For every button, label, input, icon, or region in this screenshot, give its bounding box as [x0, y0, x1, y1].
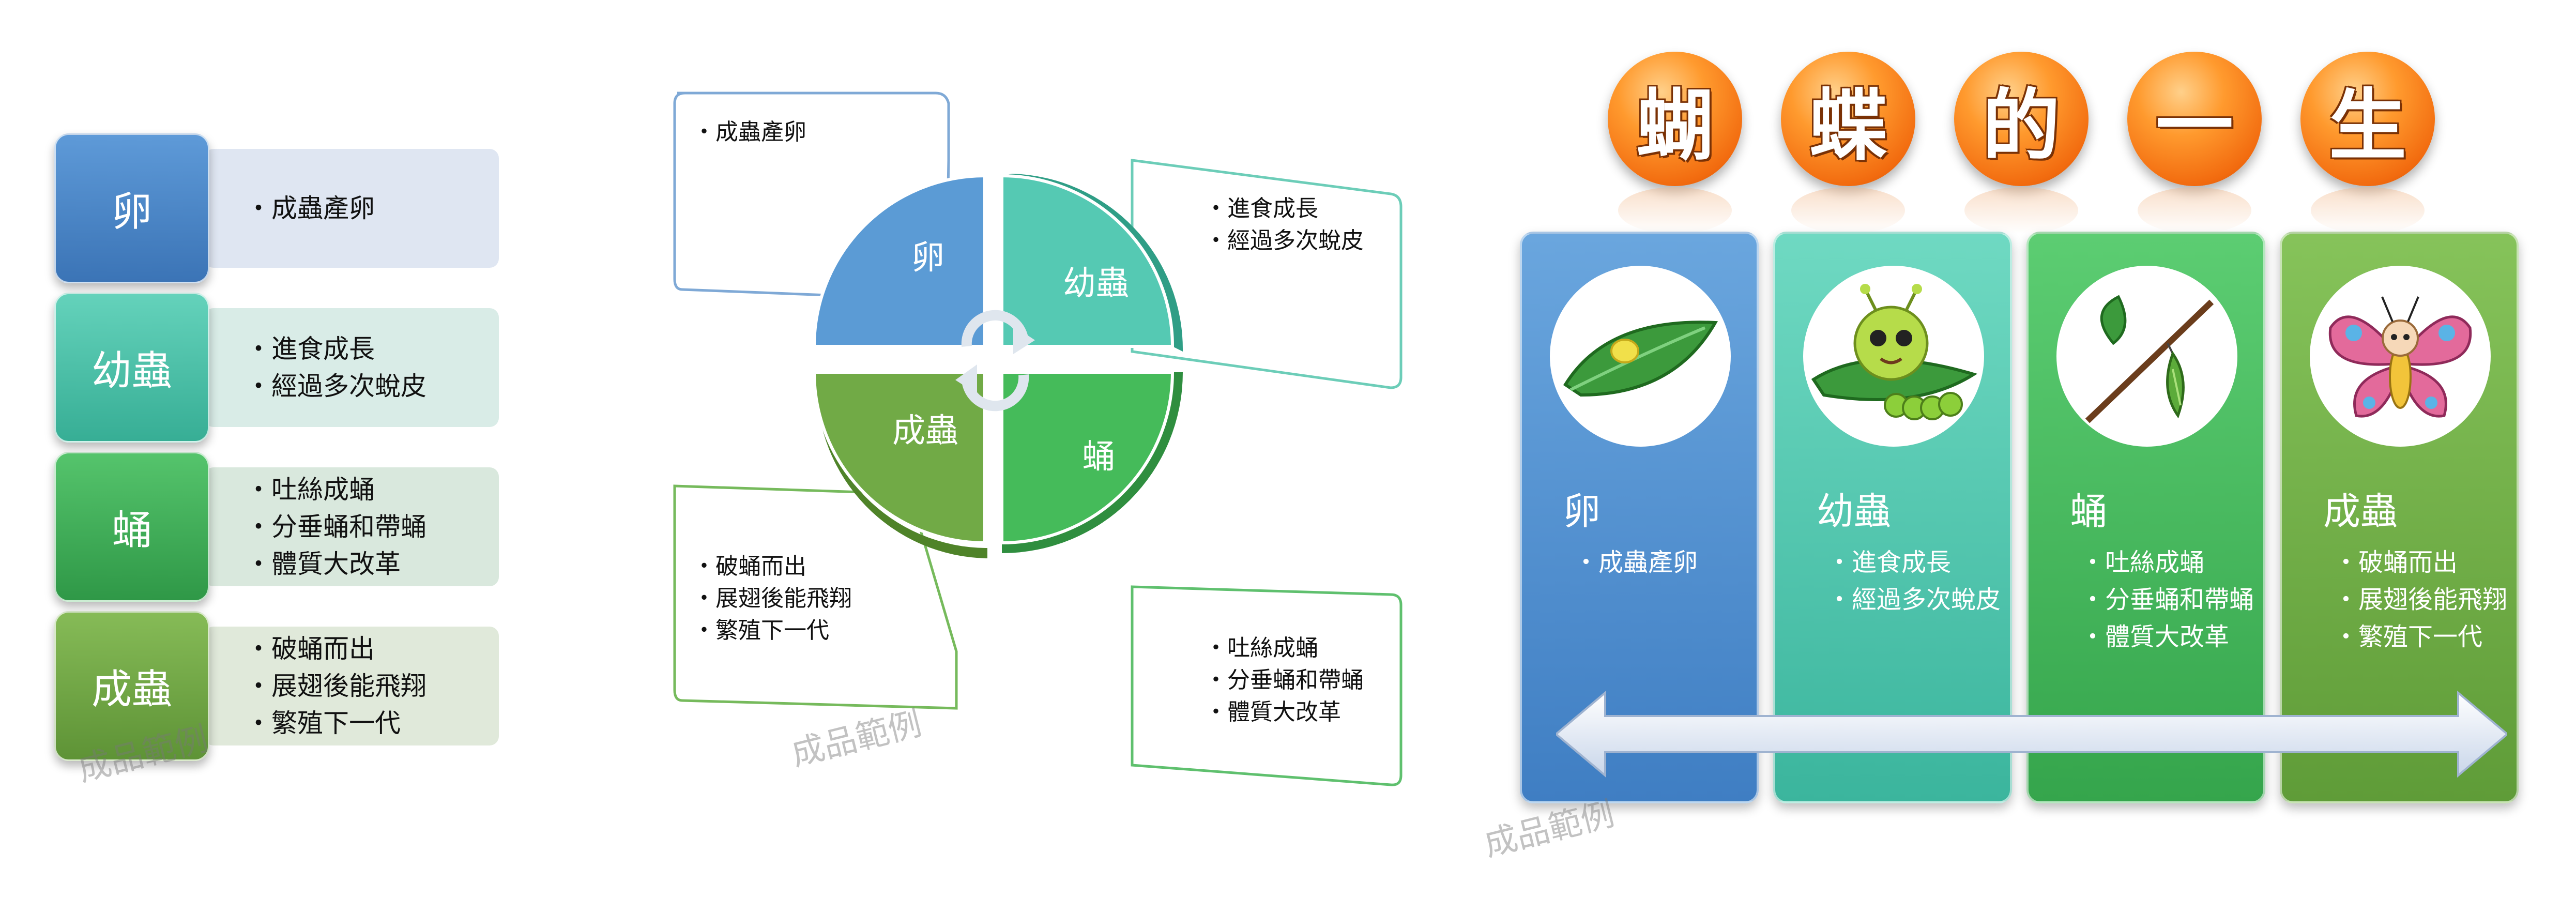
title-char: 蝶	[1781, 52, 1915, 234]
double-arrow-icon	[1556, 690, 2507, 778]
list-row-egg: 卵 成蟲產卵	[54, 133, 499, 283]
list-bullet: 破蛹而出	[246, 630, 426, 667]
callout-bullet: ・吐絲成蛹	[1205, 635, 1318, 661]
chrysalis-icon	[2085, 295, 2214, 423]
callout-pupa	[1131, 585, 1403, 786]
stage-bullet: 展翅後能飛翔	[2334, 581, 2507, 618]
callout-larva	[1131, 159, 1403, 389]
stage-bullet: 成蟲產卵	[1574, 544, 1698, 581]
wheel-label-pupa: 蛹	[1082, 438, 1115, 476]
stage-column-adult: 成蟲 破蛹而出 展翅後能飛翔 繁殖下一代	[2280, 232, 2519, 803]
stage-column-pupa: 蛹 吐絲成蛹 分垂蛹和帶蛹 體質大改革	[2026, 232, 2265, 803]
callout-bullet: ・繁殖下一代	[693, 617, 829, 644]
callout-bullet: ・成蟲產卵	[693, 119, 806, 145]
title-char: 的	[1954, 52, 2089, 234]
title-char: 生	[2300, 52, 2435, 234]
stage-name: 蛹	[2070, 490, 2108, 533]
callout-bullet: ・破蛹而出	[693, 553, 806, 580]
caterpillar-icon	[1811, 284, 1978, 420]
callout-adult	[673, 484, 958, 710]
wheel-segment-pupa	[1000, 371, 1175, 545]
wheel-label-egg: 卵	[911, 239, 944, 277]
title-char: 一	[2127, 52, 2262, 234]
svg-text:・吐絲成蛹 ・分垂蛹和帶蛹 ・體質大改革: ・吐絲成蛹 ・分垂蛹和帶蛹 ・體質大改革	[1205, 635, 1371, 725]
svg-text:・成蟲產卵: ・成蟲產卵	[693, 119, 806, 145]
stage-bullet: 破蛹而出	[2334, 544, 2507, 581]
stage-bullet: 經過多次蛻皮	[1827, 581, 2001, 618]
list-label-larva: 幼蟲	[54, 293, 209, 443]
list-bullet: 展翅後能飛翔	[246, 667, 426, 705]
wheel-label-adult: 成蟲	[892, 412, 958, 450]
list-row-larva: 幼蟲 進食成長 經過多次蛻皮	[54, 293, 499, 443]
wheel-segment-adult	[812, 371, 986, 545]
list-bullet: 分垂蛹和帶蛹	[246, 508, 426, 545]
stage-bullet: 繁殖下一代	[2334, 618, 2507, 656]
list-bullet: 進食成長	[246, 330, 426, 368]
stage-column-larva: 幼蟲 進食成長 經過多次蛻皮	[1773, 232, 2012, 803]
list-bullet: 繁殖下一代	[246, 705, 426, 742]
stage-name: 幼蟲	[1817, 490, 1892, 533]
cycle-arrows-icon	[961, 310, 1029, 412]
callout-bullet: ・經過多次蛻皮	[1205, 227, 1364, 254]
stage-bullet: 體質大改革	[2080, 618, 2254, 656]
callout-bullet: ・展翅後能飛翔	[693, 585, 852, 612]
stage-bullet: 進食成長	[1827, 544, 2001, 581]
stage-bullet: 分垂蛹和帶蛹	[2080, 581, 2254, 618]
list-row-pupa: 蛹 吐絲成蛹 分垂蛹和帶蛹 體質大改革	[54, 452, 499, 602]
wheel-label-larva: 幼蟲	[1063, 265, 1129, 303]
stage-column-egg: 卵 成蟲產卵	[1520, 232, 1759, 803]
cycle-wheel-diagram: 卵 幼蟲 蛹 成蟲 ・成蟲產卵 ・進食成長 ・經過多次蛻皮 ・破蛹而出 ・展翅後…	[673, 92, 1403, 786]
list-bullet: 吐絲成蛹	[246, 471, 426, 508]
svg-text:・破蛹而出 ・展翅後能飛翔 ・繁殖下一代: ・破蛹而出 ・展翅後能飛翔 ・繁殖下一代	[693, 553, 859, 644]
leaf-egg-icon	[1563, 321, 1718, 397]
callout-bullet: ・進食成長	[1205, 195, 1318, 222]
stage-bullet: 吐絲成蛹	[2080, 544, 2254, 581]
list-label-pupa: 蛹	[54, 452, 209, 602]
list-bullet: 經過多次蛻皮	[246, 368, 426, 405]
wheel-segment-larva	[1000, 174, 1175, 348]
stage-name: 卵	[1563, 490, 1601, 533]
stage-name: 成蟲	[2323, 490, 2398, 533]
title-char: 蝴	[1608, 52, 1742, 234]
list-label-egg: 卵	[54, 133, 209, 283]
svg-text:・進食成長 ・經過多次蛻皮: ・進食成長 ・經過多次蛻皮	[1205, 195, 1364, 254]
wheel-segment-egg	[812, 174, 986, 348]
butterfly-icon	[2328, 296, 2472, 418]
callout-bullet: ・體質大改革	[1205, 699, 1341, 725]
list-bullet: 成蟲產卵	[246, 190, 375, 227]
callout-bullet: ・分垂蛹和帶蛹	[1205, 667, 1364, 693]
list-label-adult: 成蟲	[54, 611, 209, 761]
list-row-adult: 成蟲 破蛹而出 展翅後能飛翔 繁殖下一代	[54, 611, 499, 761]
list-bullet: 體質大改革	[246, 545, 426, 583]
